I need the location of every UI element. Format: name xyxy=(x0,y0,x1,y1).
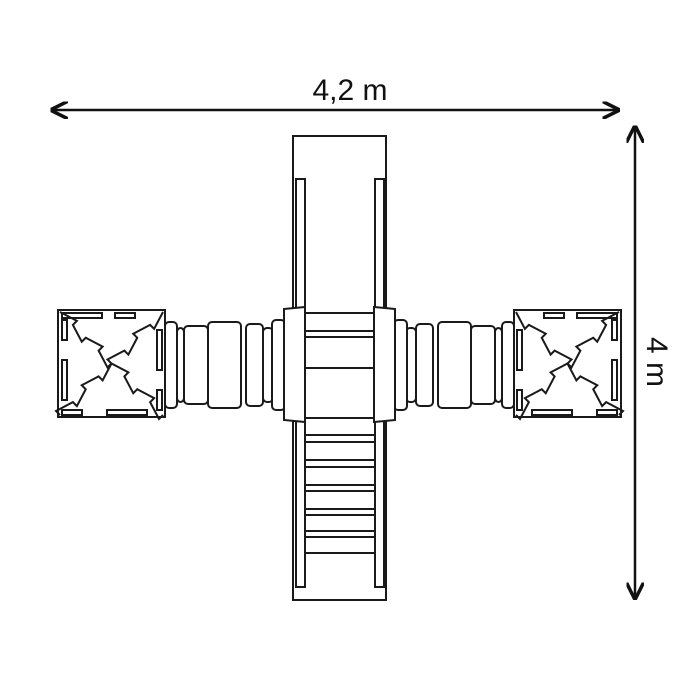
tunnel-segment xyxy=(494,327,503,403)
platform-post-left xyxy=(283,305,306,424)
tunnel-segment xyxy=(415,323,434,407)
slide-rail-right xyxy=(374,178,385,310)
ladder-rungs xyxy=(305,434,375,554)
ladder-rail-left xyxy=(295,417,306,588)
tunnel-segment xyxy=(437,321,472,409)
tower-roof-left xyxy=(54,309,166,421)
platform xyxy=(304,312,376,419)
ladder-rail-right xyxy=(374,417,385,588)
tunnel-segment xyxy=(245,323,264,407)
width-label: 4,2 m xyxy=(312,74,387,107)
tunnel-segment xyxy=(501,321,515,409)
platform-post-right xyxy=(373,305,396,424)
tunnel-segment xyxy=(164,321,178,409)
tunnel-segment xyxy=(207,321,242,409)
play-structure xyxy=(54,135,625,601)
arm-left xyxy=(54,305,306,424)
tunnel-segment xyxy=(176,327,185,403)
tunnel-segment xyxy=(183,325,209,405)
depth-label: 4 m xyxy=(640,337,673,387)
width-dimension: 4,2 m xyxy=(52,74,618,110)
depth-dimension: 4 m xyxy=(635,127,673,598)
tunnel-segment xyxy=(470,325,496,405)
arm-right xyxy=(373,305,625,424)
slide-rail-left xyxy=(295,178,306,310)
tower-roof-right xyxy=(513,309,625,421)
